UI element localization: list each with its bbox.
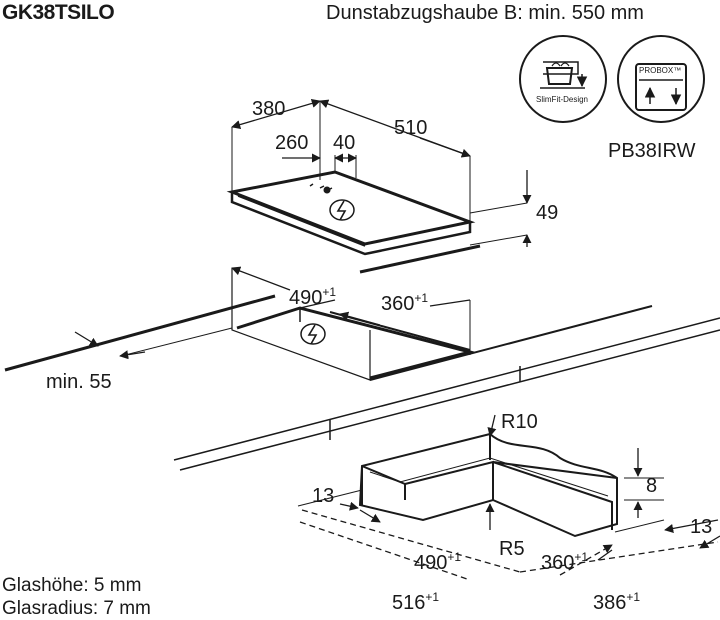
- dim-rebate-right: 13: [690, 516, 713, 538]
- hood-requirement: Dunstabzugshaube B: min. 550 mm: [326, 2, 644, 24]
- dim-radius-inner: R5: [499, 538, 525, 560]
- dim-cutout-side: 360+1: [381, 291, 429, 315]
- dim-overall-side: 386+1: [593, 590, 641, 614]
- cutout-dimension-lines: [74, 266, 471, 360]
- dim-min-edge-distance: min. 55: [46, 371, 112, 393]
- hob-illustration: [226, 101, 528, 256]
- dim-hob-height: 49: [536, 202, 559, 224]
- dim-hob-inner-depth: 260: [275, 132, 309, 154]
- note-glass-height: Glashöhe: 5 mm: [2, 575, 142, 596]
- dim-rebate-cut-side: 360+1: [541, 550, 589, 574]
- dim-rebate-left: 13: [312, 485, 335, 507]
- dim-hob-width: 510: [394, 117, 428, 139]
- rebate-dimension-lines: [299, 414, 720, 581]
- slimfit-badge: [519, 35, 607, 123]
- probox-model: PB38IRW: [608, 140, 696, 162]
- hob-dimension-lines: [231, 98, 532, 247]
- slimfit-label: SlimFit-Design: [536, 95, 589, 104]
- dim-rebate-depth: 8: [646, 475, 658, 497]
- dim-overall-main: 516+1: [392, 590, 440, 614]
- countertop-illustration: [4, 244, 720, 471]
- rebate-illustration: [297, 432, 665, 538]
- dim-hob-inner-offset: 40: [333, 132, 356, 154]
- note-glass-radius: Glasradius: 7 mm: [2, 598, 151, 619]
- dim-radius-outer: R10: [501, 411, 538, 433]
- dim-hob-depth: 380: [252, 98, 286, 120]
- probox-label: PROBOX™: [639, 66, 682, 75]
- dim-cutout-main: 490+1: [289, 285, 337, 309]
- model-number: GK38TSILO: [2, 1, 115, 24]
- probox-badge: [617, 35, 705, 123]
- dim-rebate-cut-main: 490+1: [414, 550, 462, 574]
